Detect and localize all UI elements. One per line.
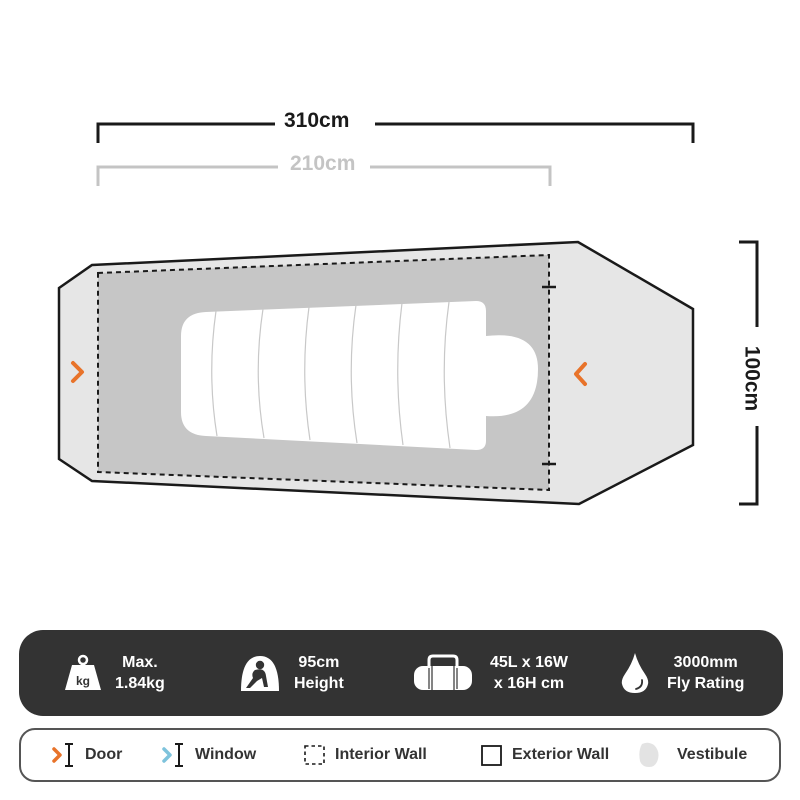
inner-length-label: 210cm <box>282 153 364 174</box>
fly-rating-stat: 3000mm Fly Rating <box>621 630 744 716</box>
height-stat: 95cm Height <box>238 630 344 716</box>
pack-size-stat: 45L x 16W x 16H cm <box>412 630 568 716</box>
svg-text:kg: kg <box>76 674 90 688</box>
sleeping-bag <box>181 301 538 450</box>
width-dimension-line <box>739 240 759 506</box>
fly-rating-text: 3000mm Fly Rating <box>667 654 745 692</box>
door-icon <box>52 743 73 767</box>
pack-size-text: 45L x 16W x 16H cm <box>490 654 568 692</box>
duffel-bag-icon <box>414 654 472 690</box>
tent-floor-plan <box>57 122 759 506</box>
vestibule-icon <box>639 742 659 767</box>
legend-item-exterior-wall: Exterior Wall <box>480 730 609 780</box>
sitting-person-height-icon <box>241 656 279 691</box>
width-label: 100cm <box>741 340 764 417</box>
exterior-wall-icon <box>481 745 502 766</box>
interior-wall-icon <box>304 745 325 765</box>
door-icon-right <box>574 362 587 386</box>
legend-item-window: Window <box>161 730 256 780</box>
height-text: 95cm Height <box>294 654 344 692</box>
legend: Door Window Interior Wall Exterior Wall … <box>19 728 781 782</box>
weight-text: Max. 1.84kg <box>115 654 165 692</box>
weight-kg-icon: kg <box>65 654 101 690</box>
legend-item-vestibule: Vestibule <box>637 730 747 780</box>
total-length-dimension-line <box>96 122 695 143</box>
door-icon-left <box>71 361 84 383</box>
legend-item-door: Door <box>51 730 122 780</box>
total-length-label: 310cm <box>276 110 358 131</box>
legend-item-interior-wall: Interior Wall <box>303 730 427 780</box>
water-drop-icon <box>621 653 649 693</box>
weight-stat: kg Max. 1.84kg <box>63 630 165 716</box>
specs-panel: kg Max. 1.84kg 95cm Height 45L x 16W x 1… <box>19 630 783 716</box>
window-icon <box>162 743 183 767</box>
inner-length-dimension-line <box>96 165 552 186</box>
